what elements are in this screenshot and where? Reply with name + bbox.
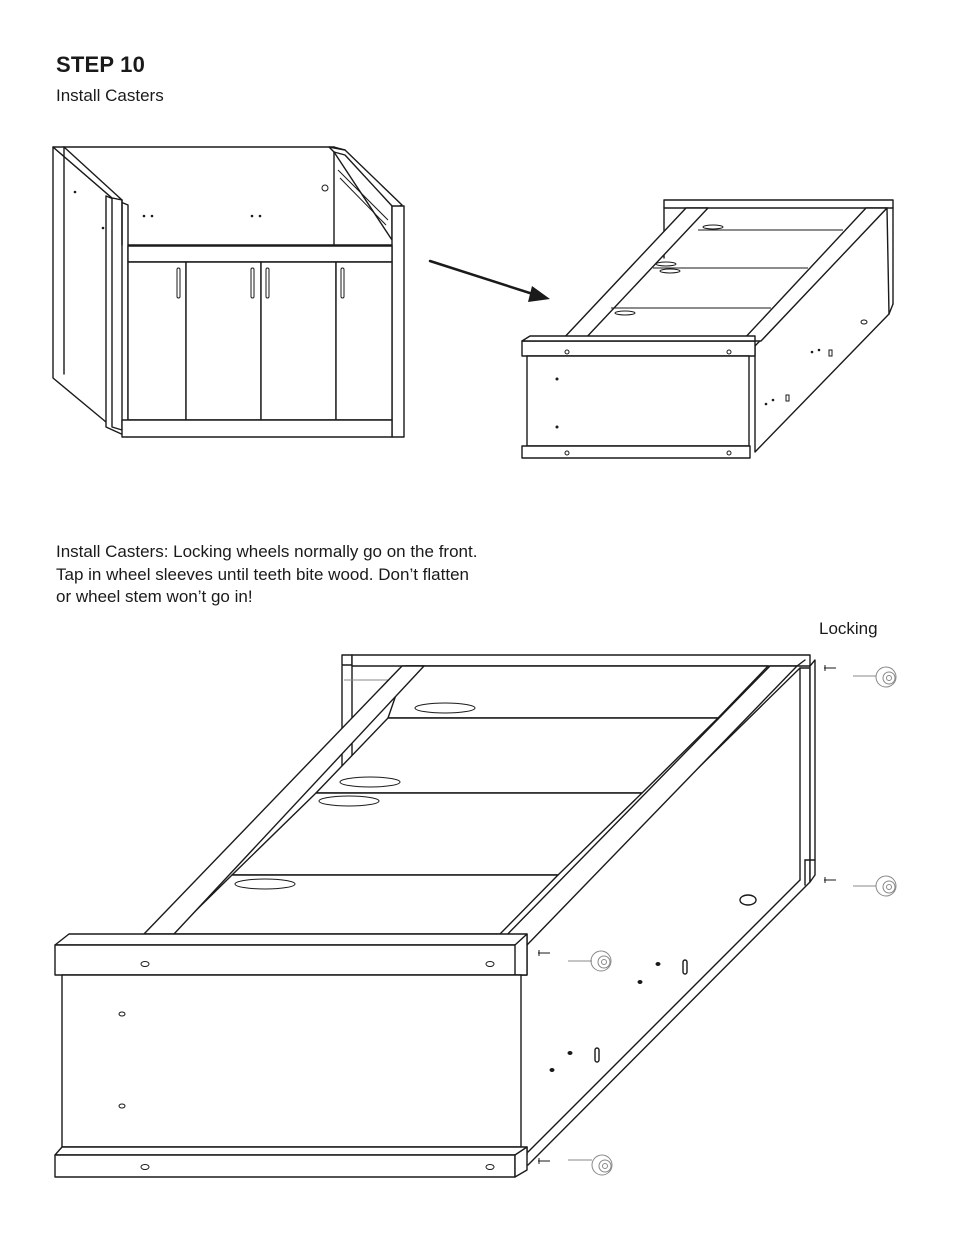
wheel-sleeve-icon — [538, 1158, 550, 1164]
step-subtitle: Install Casters — [56, 86, 164, 105]
instruction-line: or wheel stem won’t go in! — [56, 587, 253, 606]
wheel-sleeve-icon — [824, 665, 836, 671]
wheel-sleeve-icon — [824, 877, 836, 883]
instruction-line: Install Casters: Locking wheels normally… — [56, 542, 478, 561]
cabinet-on-back-drawing — [521, 199, 894, 459]
locking-callout-label: Locking — [819, 619, 878, 638]
caster-group — [538, 665, 897, 1176]
cabinet-upright-drawing — [52, 146, 405, 438]
arrow-icon — [428, 259, 550, 302]
caster-wheel-icon — [568, 1154, 613, 1176]
caster-wheel-icon — [853, 875, 897, 897]
caster-wheel-icon — [853, 666, 897, 688]
instruction-line: Tap in wheel sleeves until teeth bite wo… — [56, 564, 469, 584]
wheel-sleeve-icon — [538, 950, 550, 956]
step-title: STEP 10 — [56, 52, 146, 77]
caster-wheel-icon — [568, 950, 612, 972]
cabinet-large-drawing — [54, 654, 816, 1178]
instruction-text: Install Casters: Locking wheels normally… — [56, 541, 576, 609]
